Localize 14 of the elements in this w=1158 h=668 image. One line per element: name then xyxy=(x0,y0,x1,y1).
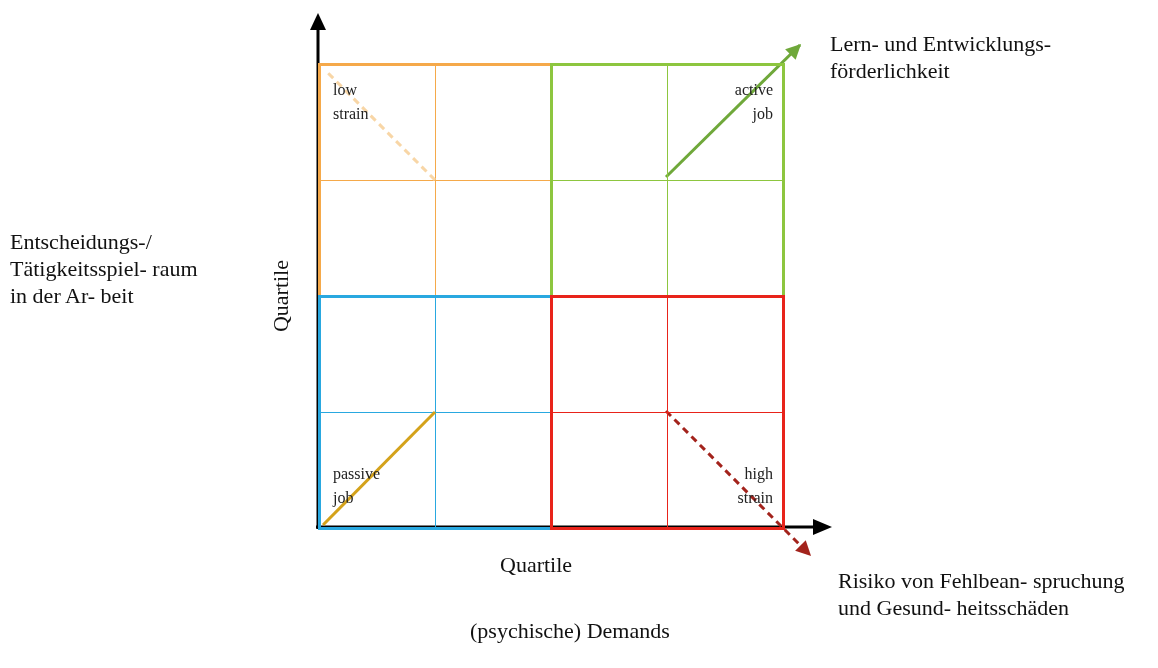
outcome-caption: Risiko von Fehlbean- spruchung und Gesund- heitsschäden xyxy=(810,555,1130,621)
axis-label: Quartile xyxy=(500,552,573,578)
quadrant-label: low strain xyxy=(333,80,370,124)
quadrant-box xyxy=(550,63,785,298)
arrow xyxy=(664,43,802,179)
quadrant-label: high strain xyxy=(736,464,773,508)
quadrant-box xyxy=(318,295,553,530)
axis-title: (psychische) Demands xyxy=(470,618,670,644)
quadrant-box xyxy=(318,63,553,298)
axis-label: Quartile xyxy=(268,260,294,333)
axis-caption: Entscheidungs-/ Tätigkeitsspiel- raum in der Ar- beit xyxy=(10,228,200,309)
arrow xyxy=(664,409,812,557)
quadrant-box xyxy=(550,295,785,530)
outcome-caption: Lern- und Entwicklungs- förderlichkeit xyxy=(800,30,1130,84)
